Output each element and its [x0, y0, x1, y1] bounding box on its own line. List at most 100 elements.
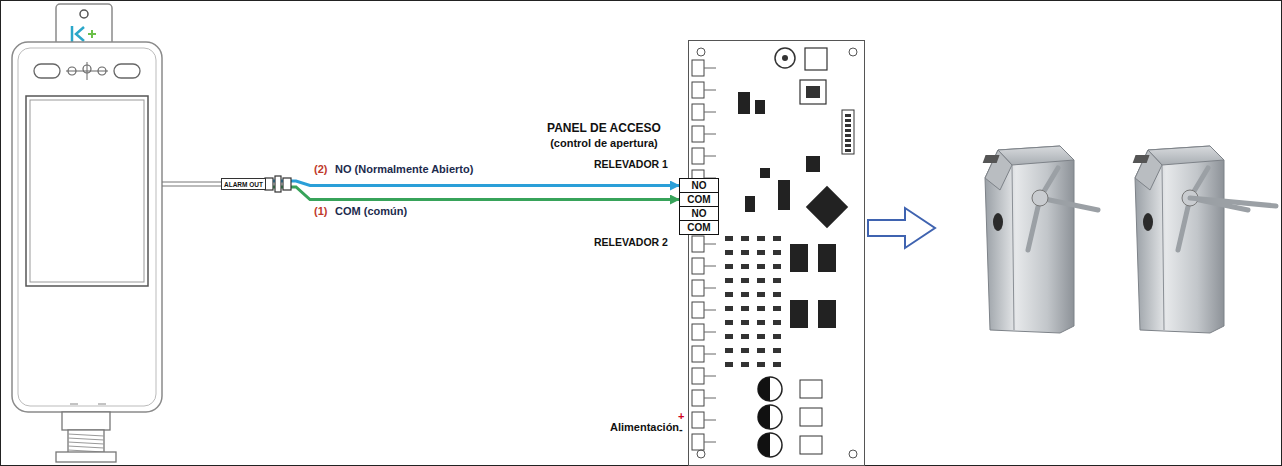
- polarity-sign: +: [678, 410, 684, 422]
- trace-line: [704, 134, 716, 135]
- trace-line: [704, 442, 716, 443]
- smd-part: [757, 320, 765, 325]
- polarity-sign: -: [679, 423, 683, 435]
- turnstile: [983, 146, 1098, 333]
- turnstile: [1133, 146, 1248, 333]
- terminal-text: COM: [687, 222, 710, 233]
- thread-line: [68, 434, 104, 436]
- header-connector: [692, 434, 704, 450]
- smd-part: [725, 306, 733, 311]
- header-connector: [692, 258, 704, 274]
- header-connector: [692, 148, 704, 164]
- power-label: Alimentación: [610, 421, 679, 433]
- dip-switch: [845, 134, 851, 137]
- terminal-text: COM: [687, 194, 710, 205]
- trace-line: [704, 288, 716, 289]
- smd-part: [725, 334, 733, 339]
- smd-part: [741, 348, 749, 353]
- smd-part: [725, 362, 733, 367]
- trace-line: [704, 244, 716, 245]
- signal-wire: [266, 187, 679, 200]
- smd-part: [725, 278, 733, 283]
- terminal-device: [12, 4, 291, 462]
- panel-title: PANEL DE ACCESO: [529, 121, 679, 135]
- smd-part: [741, 306, 749, 311]
- capacitor: [758, 377, 770, 401]
- trace-line: [704, 398, 716, 399]
- smd-part: [757, 306, 765, 311]
- thread-line: [68, 438, 104, 440]
- smd-part: [725, 250, 733, 255]
- smd-part: [725, 264, 733, 269]
- smd-part: [741, 292, 749, 297]
- smd-part: [773, 236, 781, 241]
- thread-line: [68, 442, 104, 444]
- trace-line: [704, 266, 716, 267]
- dip-switch: [845, 149, 851, 152]
- dip-switch: [845, 114, 851, 117]
- access-panel: PANEL DE ACCESO(control de apertura)NOCO…: [688, 40, 865, 466]
- header-connector: [692, 302, 704, 318]
- capacitor: [758, 433, 770, 457]
- relay-label: RELEVADOR 2: [594, 236, 668, 248]
- smd-part: [773, 250, 781, 255]
- header-connector: [692, 368, 704, 384]
- header-connector: [692, 412, 704, 428]
- callout-number: (1): [314, 205, 327, 217]
- terminal-text: NO: [692, 180, 707, 191]
- smd-part: [741, 334, 749, 339]
- smd-part: [741, 320, 749, 325]
- smd-part: [773, 278, 781, 283]
- dip-switch: [845, 124, 851, 127]
- header-connector: [692, 60, 704, 76]
- smd-part: [773, 320, 781, 325]
- access-panel-board: [689, 41, 864, 465]
- trace-line: [704, 354, 716, 355]
- terminal-cell: NO: [679, 206, 719, 221]
- smd-part: [773, 348, 781, 353]
- trace-line: [704, 112, 716, 113]
- trace-line: [704, 376, 716, 377]
- trace-line: [704, 156, 716, 157]
- signal-wire: [266, 181, 679, 186]
- terminal-cell: NO: [679, 178, 719, 193]
- capacitor: [758, 377, 782, 401]
- dip-switch: [845, 139, 851, 142]
- smd-part: [741, 250, 749, 255]
- hollow-arrow: [868, 208, 935, 248]
- smd-part: [741, 362, 749, 367]
- wire-label: COM (común): [334, 205, 408, 217]
- smd-part: [725, 236, 733, 241]
- header-connector: [692, 324, 704, 340]
- smd-part: [773, 334, 781, 339]
- smd-part: [725, 320, 733, 325]
- callout-number: (2): [314, 163, 327, 175]
- smd-part: [757, 334, 765, 339]
- trace-line: [704, 310, 716, 311]
- dip-switch: [845, 129, 851, 132]
- trace-line: [704, 90, 716, 91]
- smd-part: [757, 362, 765, 367]
- terminal-text: ALARM OUT: [224, 181, 263, 188]
- smd-part: [757, 292, 765, 297]
- thread-line: [68, 446, 104, 448]
- smd-part: [757, 250, 765, 255]
- header-connector: [692, 280, 704, 296]
- header-connector: [692, 82, 704, 98]
- smd-part: [773, 292, 781, 297]
- terminal-cell: COM: [679, 220, 719, 235]
- panel-subtitle: (control de apertura): [529, 137, 679, 149]
- capacitor: [758, 433, 782, 457]
- smd-part: [741, 264, 749, 269]
- terminal-text: NO: [692, 208, 707, 219]
- header-connector: [692, 390, 704, 406]
- capacitor: [758, 405, 770, 429]
- smd-part: [757, 348, 765, 353]
- smd-part: [741, 278, 749, 283]
- header-connector: [692, 346, 704, 362]
- smd-part: [757, 236, 765, 241]
- smd-part: [773, 306, 781, 311]
